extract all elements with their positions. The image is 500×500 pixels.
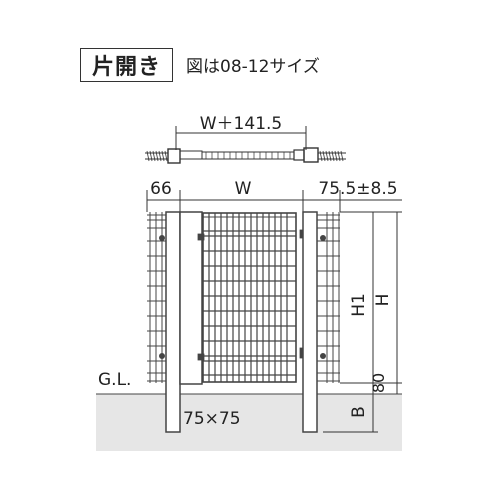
post-size-label: 75×75 (183, 409, 241, 429)
total-height-label: H (373, 294, 393, 307)
plan-view (145, 126, 346, 164)
right-offset-label: 75.5±8.5 (318, 179, 397, 199)
left-offset-label: 66 (150, 179, 172, 199)
figure-size-note: 図は08-12サイズ (186, 57, 320, 77)
gate-leaf (202, 212, 297, 383)
ground-level-label: G.L. (98, 370, 131, 390)
clearance-label: 80 (369, 373, 388, 393)
left-post (165, 211, 181, 433)
gate-height-label: H1 (349, 293, 369, 317)
gate-width-label: W (235, 179, 252, 199)
embed-depth-label: B (349, 406, 369, 418)
fence-elevation (147, 211, 340, 433)
plan-width-label: W＋141.5 (200, 114, 282, 134)
ground-area (96, 394, 402, 451)
right-fence-panel (317, 212, 340, 383)
gate-type-label: 片開き (80, 48, 173, 82)
elevation-dimension-lines (146, 190, 402, 433)
right-post (302, 211, 318, 433)
left-fence-panel (147, 212, 166, 383)
